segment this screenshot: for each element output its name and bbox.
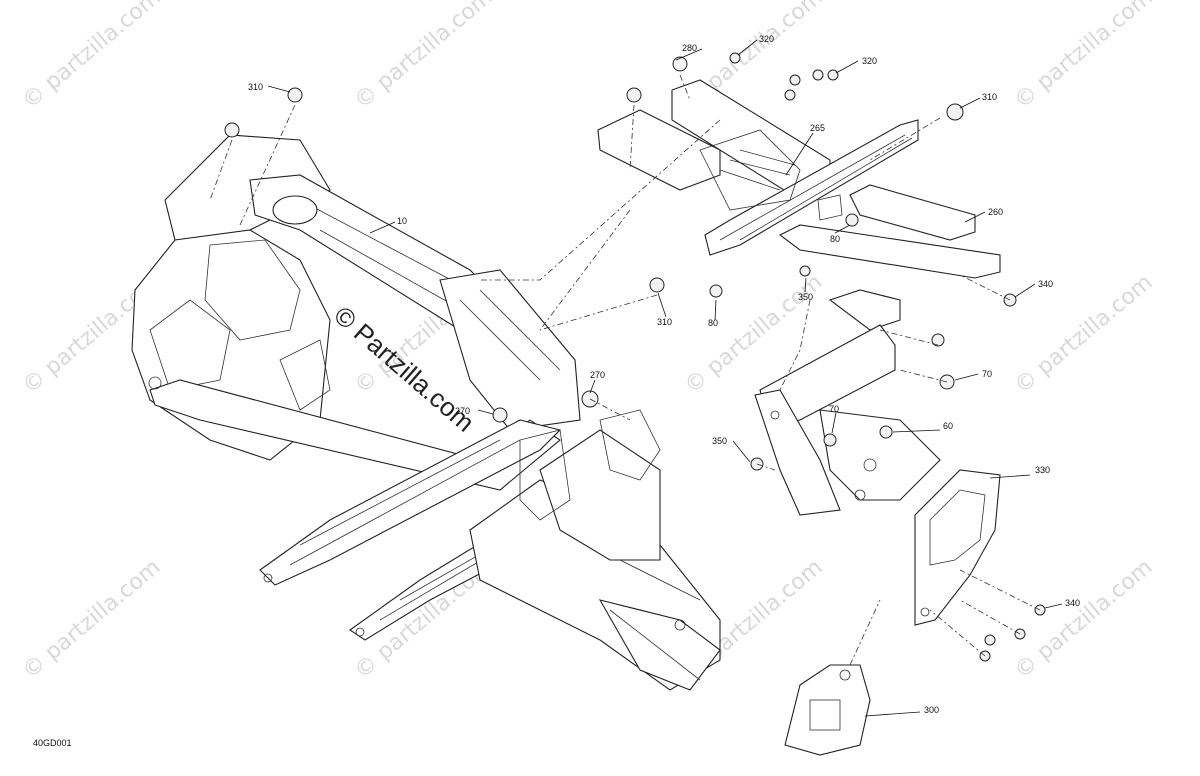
callout-310[interactable]: 310: [657, 317, 673, 327]
callout-80[interactable]: 80: [830, 234, 841, 244]
callout-70[interactable]: 70: [829, 404, 840, 414]
callout-330[interactable]: 330: [1035, 465, 1051, 475]
callout-10[interactable]: 10: [397, 216, 408, 226]
callout-270[interactable]: 270: [455, 406, 471, 416]
callout-60[interactable]: 60: [943, 421, 954, 431]
callout-350[interactable]: 350: [712, 436, 728, 446]
main-frame-part[interactable]: [131, 134, 721, 691]
callout-270[interactable]: 270: [590, 370, 606, 380]
callout-340[interactable]: 340: [1065, 598, 1081, 608]
callout-310[interactable]: 310: [982, 92, 998, 102]
front-bracket-part[interactable]: [754, 324, 941, 516]
assembly-guides: [209, 74, 1041, 666]
callout-310[interactable]: 310: [248, 82, 264, 92]
callout-320[interactable]: 320: [759, 34, 775, 44]
callout-70[interactable]: 70: [982, 369, 993, 379]
callout-340[interactable]: 340: [1038, 279, 1054, 289]
callout-80[interactable]: 80: [708, 318, 719, 328]
rear-subframe-part[interactable]: [597, 79, 1001, 331]
callout-320[interactable]: 320: [862, 56, 878, 66]
callout-260[interactable]: 260: [988, 207, 1004, 217]
tow-bracket-part[interactable]: [784, 664, 871, 756]
skid-plate-part[interactable]: [914, 469, 1001, 626]
callout-265[interactable]: 265: [810, 123, 826, 133]
callout-leaders: [267, 39, 1063, 717]
diagram-code: 40GD001: [33, 738, 72, 748]
fasteners: [224, 52, 1046, 662]
callout-280[interactable]: 280: [682, 43, 698, 53]
callout-300[interactable]: 300: [924, 705, 940, 715]
callout-350[interactable]: 350: [798, 292, 814, 302]
